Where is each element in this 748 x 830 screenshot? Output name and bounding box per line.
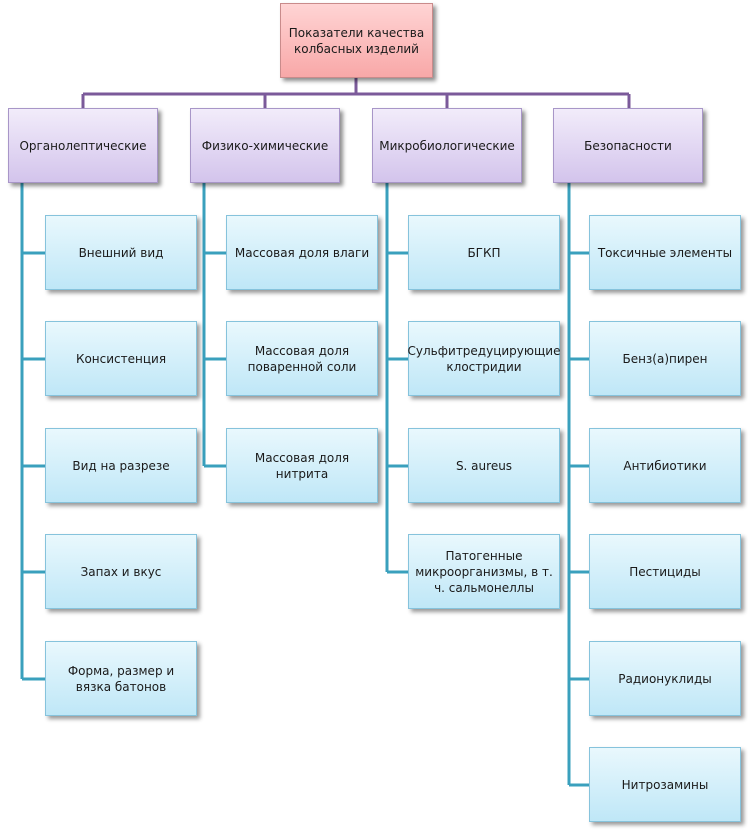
- leaf-label: Консистенция: [75, 351, 167, 366]
- leaf-node: Массовая доля поваренной соли: [226, 321, 378, 396]
- category-physicochemical: Физико-химические: [190, 108, 340, 183]
- leaf-label: Массовая доля влаги: [234, 245, 370, 260]
- leaf-node: Вид на разрезе: [45, 428, 197, 503]
- leaf-label: Внешний вид: [78, 245, 164, 260]
- leaf-node: S. aureus: [408, 428, 560, 503]
- category-safety: Безопасности: [553, 108, 703, 183]
- leaf-node: Радионуклиды: [589, 641, 741, 716]
- root-node: Показатели качества колбасных изделий: [280, 3, 433, 78]
- leaf-connectors: [20, 183, 589, 787]
- leaf-label: Токсичные элементы: [597, 245, 733, 260]
- root-connectors: [81, 78, 631, 108]
- leaf-label: Пестициды: [629, 564, 701, 579]
- leaf-node: Форма, размер и вязка батонов: [45, 641, 197, 716]
- root-node-label: Показатели качества колбасных изделий: [288, 25, 425, 56]
- category-organoleptic: Органолептические: [8, 108, 158, 183]
- leaf-label: Запах и вкус: [80, 564, 162, 579]
- leaf-node: Нитрозамины: [589, 747, 741, 822]
- leaf-label: Массовая доля поваренной соли: [247, 343, 357, 374]
- leaf-label: Антибиотики: [623, 458, 707, 473]
- leaf-label: Патогенные микроорганизмы, в т. ч. сальм…: [415, 548, 553, 595]
- leaf-node: Запах и вкус: [45, 534, 197, 609]
- category-label: Микробиологические: [379, 138, 515, 153]
- leaf-node: Патогенные микроорганизмы, в т. ч. сальм…: [408, 534, 560, 609]
- leaf-label: Радионуклиды: [618, 671, 712, 686]
- leaf-node: Массовая доля нитрита: [226, 428, 378, 503]
- leaf-label: Сульфитредуцирующие клостридии: [407, 343, 561, 374]
- category-microbiological: Микробиологические: [372, 108, 522, 183]
- leaf-label: Бенз(а)пирен: [622, 351, 708, 366]
- leaf-node: Массовая доля влаги: [226, 215, 378, 290]
- leaf-label: S. aureus: [455, 458, 513, 473]
- leaf-node: Сульфитредуцирующие клостридии: [408, 321, 560, 396]
- category-label: Физико-химические: [201, 138, 329, 153]
- leaf-label: Массовая доля нитрита: [254, 450, 350, 481]
- leaf-label: Вид на разрезе: [72, 458, 170, 473]
- leaf-label: БГКП: [467, 245, 501, 260]
- leaf-node: БГКП: [408, 215, 560, 290]
- leaf-node: Токсичные элементы: [589, 215, 741, 290]
- category-label: Органолептические: [19, 138, 147, 153]
- leaf-label: Форма, размер и вязка батонов: [67, 663, 175, 694]
- leaf-node: Бенз(а)пирен: [589, 321, 741, 396]
- leaf-node: Внешний вид: [45, 215, 197, 290]
- leaf-node: Пестициды: [589, 534, 741, 609]
- category-label: Безопасности: [584, 138, 672, 153]
- leaf-label: Нитрозамины: [621, 777, 709, 792]
- leaf-node: Антибиотики: [589, 428, 741, 503]
- leaf-node: Консистенция: [45, 321, 197, 396]
